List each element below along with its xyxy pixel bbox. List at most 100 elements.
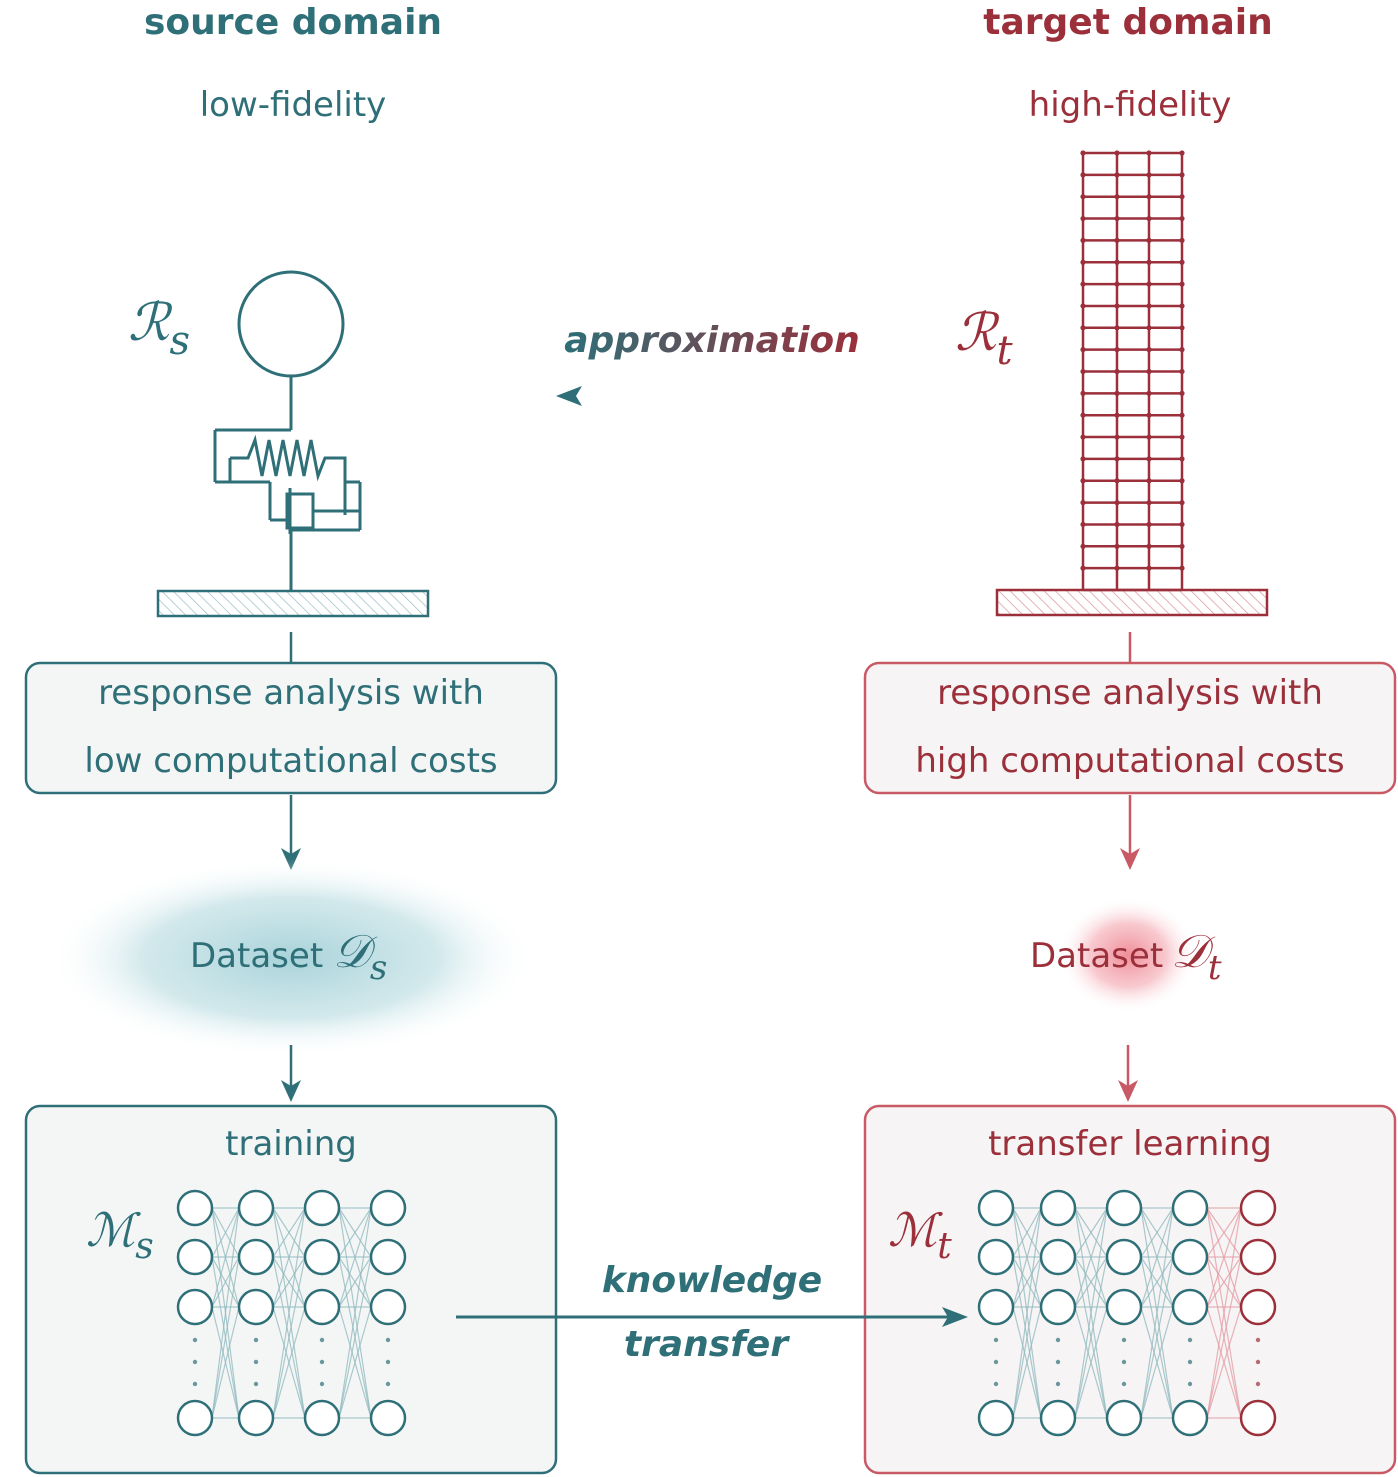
frame-node: [1080, 215, 1086, 222]
frame-node: [1114, 194, 1120, 200]
frame-node: [1179, 150, 1185, 156]
network-connection: [211, 1207, 240, 1308]
frame-node: [1179, 478, 1185, 484]
network-node: [303, 1288, 341, 1326]
frame-node: [1114, 565, 1120, 571]
knowledge-transfer-label-line2: transfer: [624, 1324, 790, 1365]
network-node: [1239, 1238, 1277, 1276]
network-ellipsis-dot: [1055, 1337, 1061, 1343]
network-node: [1039, 1399, 1077, 1437]
network-connection: [272, 1256, 306, 1419]
frame-node: [1114, 281, 1120, 287]
frame-node: [1080, 150, 1086, 156]
network-node: [237, 1399, 275, 1437]
network-ellipsis-dot: [319, 1359, 325, 1365]
network-ellipsis-dot: [192, 1381, 198, 1387]
network-connection: [338, 1306, 372, 1419]
sdof-oscillator: [213, 270, 362, 590]
network-connection: [1074, 1207, 1108, 1419]
frame-node: [1080, 303, 1086, 309]
network-ellipsis-dot: [993, 1359, 999, 1365]
target-analysis-line1: response analysis with: [937, 673, 1323, 713]
frame-node: [1179, 325, 1185, 331]
frame-node: [1114, 478, 1120, 484]
network-node: [237, 1288, 275, 1326]
frame-node: [1146, 390, 1152, 396]
network-ellipsis-dot: [1055, 1381, 1061, 1387]
target-neural-network: [977, 1189, 1277, 1437]
network-connection: [272, 1207, 306, 1419]
frame-node: [1080, 412, 1086, 418]
network-ellipsis-dot: [1121, 1381, 1127, 1387]
network-node: [1039, 1238, 1077, 1276]
approximation-arrowhead: [556, 386, 582, 406]
network-node: [237, 1238, 275, 1276]
frame-node: [1179, 412, 1185, 418]
frame-node: [1179, 368, 1185, 375]
network-ellipsis-dot: [1255, 1337, 1261, 1343]
network-connection: [272, 1306, 306, 1419]
network-connection: [338, 1256, 372, 1419]
target-analysis-box: [863, 661, 1397, 795]
network-connection: [1206, 1207, 1242, 1308]
network-node: [176, 1399, 214, 1437]
network-connection: [1012, 1256, 1042, 1419]
network-node: [176, 1288, 214, 1326]
frame-node: [1080, 478, 1086, 484]
network-node: [369, 1189, 407, 1227]
source-analysis-line2: low computational costs: [84, 741, 497, 781]
frame-node: [1080, 456, 1086, 462]
network-node: [1039, 1189, 1077, 1227]
frame-node: [1179, 434, 1185, 440]
frame-node: [1114, 259, 1120, 265]
source-training-label: training: [225, 1124, 357, 1164]
frame-node: [1114, 150, 1120, 156]
network-node: [369, 1399, 407, 1437]
network-connection: [272, 1207, 306, 1308]
frame-node: [1179, 521, 1185, 528]
network-ellipsis-dot: [253, 1337, 259, 1343]
network-connection: [1140, 1256, 1174, 1419]
network-ellipsis-dot: [1187, 1381, 1193, 1387]
frame-node: [1114, 521, 1120, 528]
frame-node: [1179, 543, 1185, 549]
network-ellipsis-dot: [253, 1359, 259, 1365]
network-node: [1171, 1399, 1209, 1437]
network-ellipsis-dot: [192, 1359, 198, 1365]
network-connection: [1012, 1256, 1042, 1308]
network-node: [1239, 1189, 1277, 1227]
frame-node: [1146, 194, 1152, 200]
frame-node: [1080, 325, 1086, 331]
frame-node: [1114, 412, 1120, 418]
network-connection: [1012, 1306, 1042, 1419]
frame-node: [1179, 347, 1185, 353]
frame-node: [1146, 543, 1152, 549]
frame-node: [1114, 368, 1120, 375]
target-model-symbol: ℛt: [955, 303, 1014, 374]
frame-node: [1114, 215, 1120, 222]
frame-node: [1179, 259, 1185, 265]
frame-node: [1146, 215, 1152, 222]
network-connection: [1140, 1207, 1174, 1308]
frame-node: [1080, 259, 1086, 265]
frame-node: [1080, 172, 1086, 178]
network-node: [237, 1189, 275, 1227]
frame-node: [1146, 281, 1152, 287]
frame-node: [1080, 368, 1086, 375]
target-domain-header: target domain: [983, 2, 1272, 43]
frame-node: [1179, 215, 1185, 222]
network-ellipsis-dot: [993, 1381, 999, 1387]
network-connection: [211, 1207, 240, 1258]
frame-node: [1146, 347, 1152, 353]
network-ellipsis-dot: [1187, 1359, 1193, 1365]
frame-node: [1080, 500, 1086, 506]
network-ellipsis-dot: [319, 1337, 325, 1343]
frame-node: [1114, 456, 1120, 462]
network-connection: [1206, 1306, 1242, 1419]
target-network-symbol: ℳt: [888, 1203, 952, 1267]
network-node: [369, 1238, 407, 1276]
source-domain-header: source domain: [144, 2, 442, 43]
network-node: [1039, 1288, 1077, 1326]
network-ellipsis-dot: [1255, 1359, 1261, 1365]
